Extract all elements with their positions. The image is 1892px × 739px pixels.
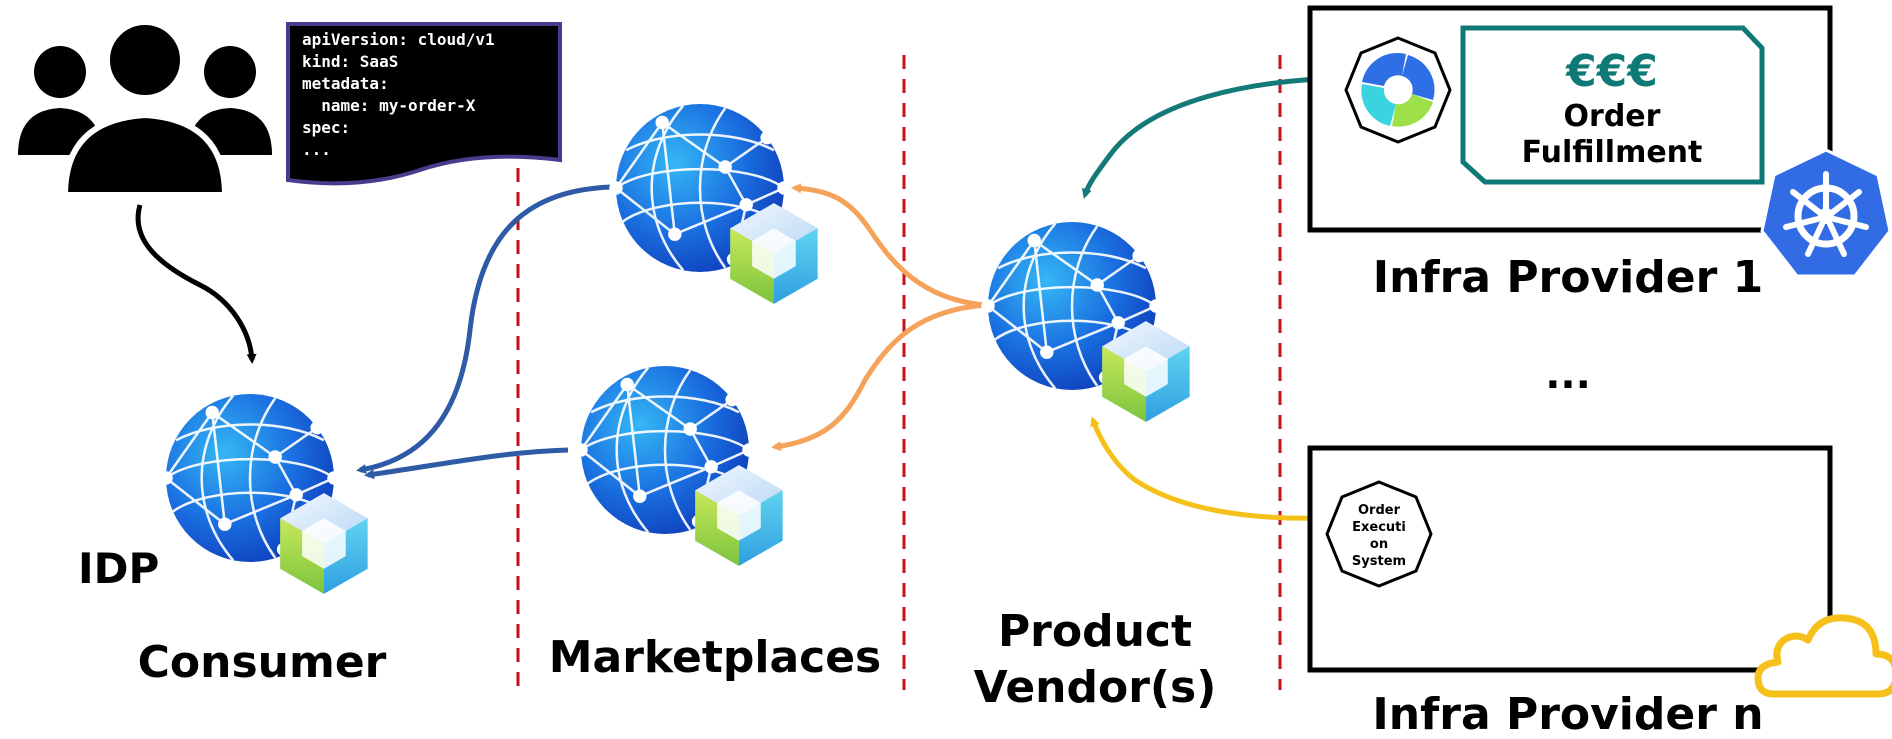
ellipsis-label: ... bbox=[1545, 352, 1591, 398]
dividers bbox=[516, 55, 1282, 690]
order-execution-line4: System bbox=[1352, 554, 1406, 569]
order-fulfillment-line2: Fulfillment bbox=[1522, 135, 1703, 170]
yaml-line-4: name: my-order-X bbox=[302, 96, 476, 115]
order-execution-line3: on bbox=[1370, 537, 1388, 552]
consumer-globe-icon bbox=[158, 392, 369, 596]
marketplace-top-to-consumer-arrow bbox=[356, 184, 613, 474]
product-vendor-label-line1: Product bbox=[998, 606, 1192, 657]
yaml-line-5: spec: bbox=[302, 118, 350, 137]
vendor-to-marketplace-bottom-arrow bbox=[771, 302, 987, 452]
fulfillment-to-vendor-arrow bbox=[1081, 75, 1347, 199]
marketplace-bottom-to-consumer-arrow bbox=[364, 447, 569, 480]
yaml-line-6: ... bbox=[302, 140, 331, 159]
marketplace-top-globe-icon bbox=[608, 102, 819, 306]
product-vendor-label-line2: Vendor(s) bbox=[974, 662, 1217, 713]
yaml-line-2: kind: SaaS bbox=[302, 52, 398, 71]
order-fulfillment-card: €€€ Order Fulfillment bbox=[1460, 25, 1765, 185]
execution-to-vendor-arrow bbox=[1090, 416, 1326, 521]
cloud-icon bbox=[1754, 614, 1892, 698]
yaml-line-3: metadata: bbox=[302, 74, 389, 93]
infra-provider-1-label: Infra Provider 1 bbox=[1373, 252, 1763, 303]
marketplace-bottom-globe-icon bbox=[573, 364, 784, 568]
order-fulfillment-line1: Order bbox=[1564, 99, 1661, 134]
yaml-line-1: apiVersion: cloud/v1 bbox=[302, 30, 495, 49]
yaml-manifest: apiVersion: cloud/v1 kind: SaaS metadata… bbox=[286, 22, 562, 186]
consumer-label: Consumer bbox=[138, 637, 387, 688]
vendor-globe-icon bbox=[980, 220, 1191, 424]
users-icon bbox=[18, 19, 272, 198]
currency-symbol: €€€ bbox=[1565, 46, 1658, 97]
kubernetes-icon bbox=[1760, 148, 1892, 278]
order-execution-line2: Executi bbox=[1352, 520, 1406, 535]
marketplaces-label: Marketplaces bbox=[549, 632, 882, 683]
infra-provider-n-label: Infra Provider n bbox=[1372, 689, 1763, 739]
user-to-consumer-arrow bbox=[135, 204, 257, 364]
idp-label: IDP bbox=[78, 544, 159, 593]
vendor-to-marketplace-top-arrow bbox=[791, 183, 987, 308]
order-execution-line1: Order bbox=[1358, 503, 1401, 518]
order-execution-system: Order Executi on System bbox=[1325, 480, 1433, 588]
operator-logo-icon bbox=[1344, 36, 1452, 144]
arrows bbox=[135, 75, 1347, 521]
